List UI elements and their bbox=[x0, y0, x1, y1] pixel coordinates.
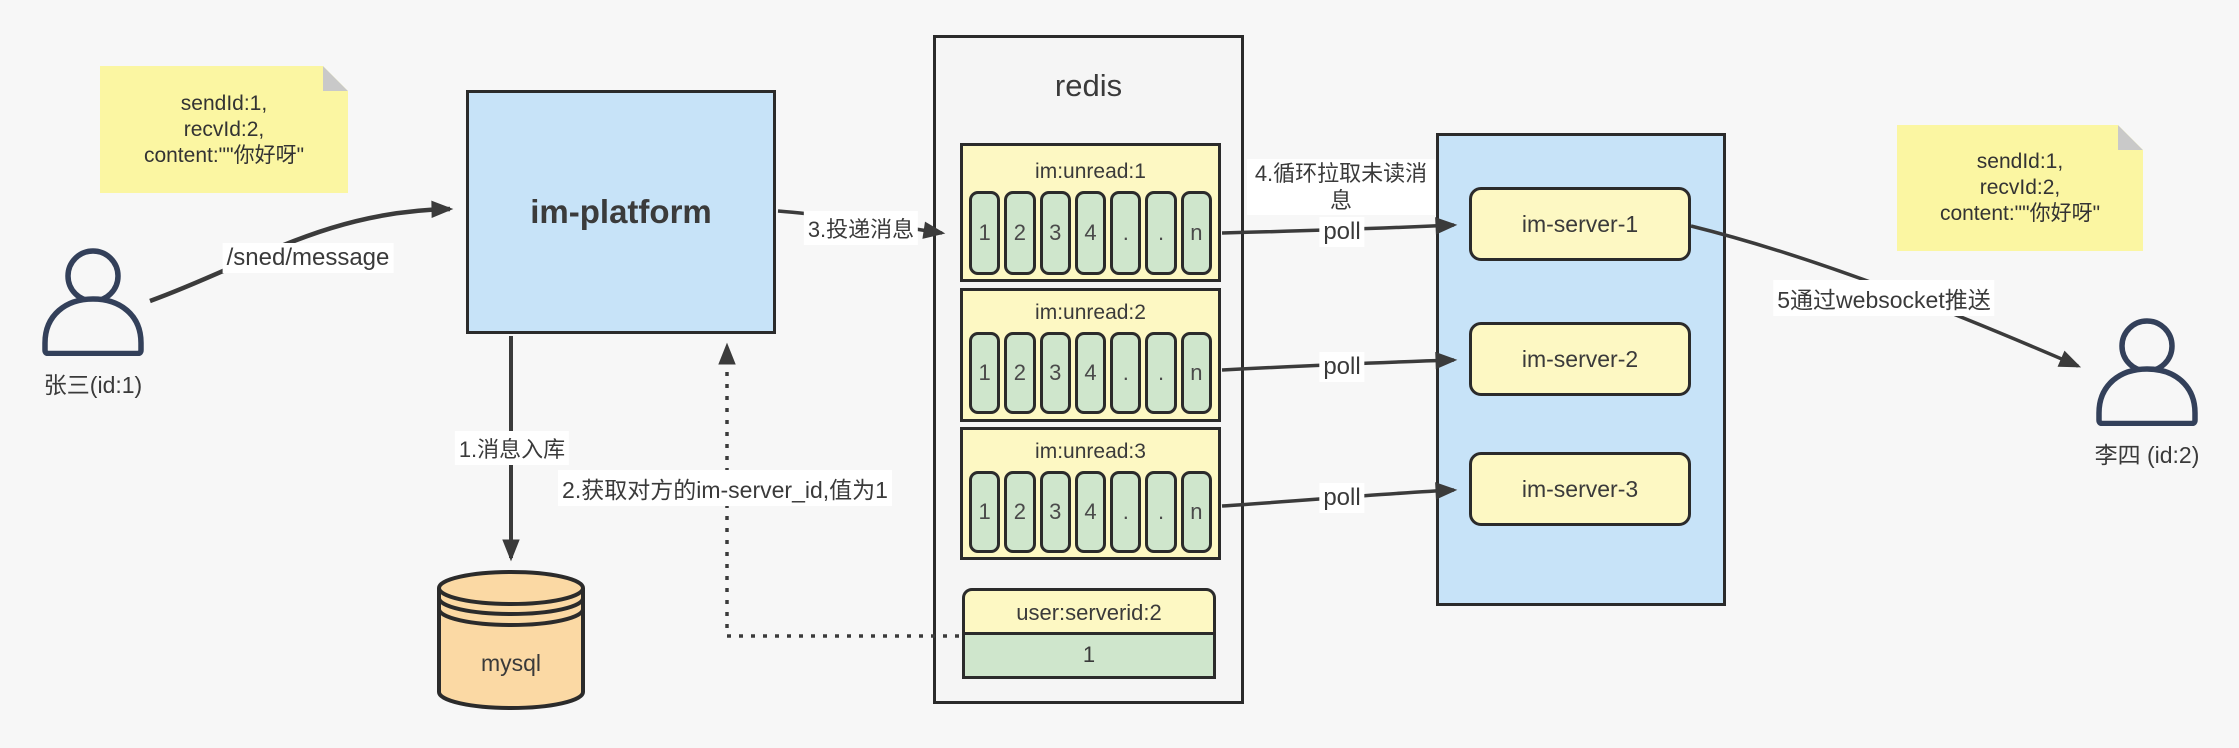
queue-title: im:unread:2 bbox=[1035, 301, 1146, 324]
sender-label: 张三(id:1) bbox=[43, 372, 143, 398]
queue-cell: 4 bbox=[1074, 471, 1107, 553]
queue-cell: 2 bbox=[1004, 191, 1036, 275]
note-line: sendId:1, bbox=[180, 91, 268, 115]
edge-label-step1: 1.消息入库 bbox=[454, 431, 570, 465]
person-icon bbox=[2096, 318, 2198, 426]
queue-cell: 4 bbox=[1074, 332, 1107, 414]
queue-cell: 2 bbox=[1004, 471, 1036, 553]
queue-cells: 1 2 3 4 . . n bbox=[963, 191, 1218, 281]
kv-header: user:serverid:2 bbox=[962, 588, 1216, 635]
note-line: recvId:2, bbox=[183, 117, 265, 141]
im-server-2-node: im-server-2 bbox=[1469, 322, 1691, 396]
queue-cell: . bbox=[1145, 471, 1177, 553]
sticky-note-receiver: sendId:1, recvId:2, content:""你好呀" bbox=[1897, 125, 2143, 251]
edge-label-poll-2: poll bbox=[1319, 352, 1365, 382]
person-icon bbox=[42, 248, 144, 356]
queue-cell: n bbox=[1180, 191, 1212, 275]
user-serverid-node: user:serverid:2 1 bbox=[962, 588, 1216, 679]
queue-cell: . bbox=[1145, 332, 1177, 414]
queue-im-unread-1: im:unread:1 1 2 3 4 . . n bbox=[960, 143, 1221, 282]
queue-cell: n bbox=[1180, 332, 1212, 414]
queue-cell: 3 bbox=[1039, 191, 1071, 275]
queue-im-unread-2: im:unread:2 1 2 3 4 . . n bbox=[960, 288, 1221, 422]
queue-cell: . bbox=[1110, 332, 1142, 414]
queue-cell: 1 bbox=[969, 191, 1001, 275]
note-fold-icon bbox=[323, 66, 348, 91]
im-server-1-node: im-server-1 bbox=[1469, 187, 1691, 261]
edge-label-step5: 5通过websocket推送 bbox=[1773, 280, 1995, 316]
redis-title: redis bbox=[1054, 68, 1123, 103]
edge-label-step2: 2.获取对方的im-server_id,值为1 bbox=[558, 470, 892, 506]
edge-label-poll-1: poll bbox=[1319, 217, 1365, 247]
edge-label-poll-3: poll bbox=[1319, 483, 1365, 513]
mysql-database-icon: mysql bbox=[437, 570, 585, 710]
note-line: sendId:1, bbox=[1976, 150, 2064, 173]
queue-title: im:unread:1 bbox=[1035, 160, 1146, 183]
edge-label-step4: 4.循环拉取未读消息 bbox=[1247, 159, 1435, 215]
note-line: content:""你好呀" bbox=[143, 143, 305, 167]
im-platform-label: im-platform bbox=[530, 193, 712, 230]
kv-value: 1 bbox=[962, 635, 1216, 679]
queue-cell: 1 bbox=[969, 471, 1001, 553]
receiver-label: 李四 (id:2) bbox=[2094, 442, 2200, 468]
queue-cell: 4 bbox=[1074, 191, 1107, 275]
edge-label-send-message: /sned/message bbox=[222, 243, 394, 273]
queue-title: im:unread:3 bbox=[1035, 440, 1146, 463]
edge-label-step3: 3.投递消息 bbox=[803, 211, 919, 245]
note-line: content:""你好呀" bbox=[1939, 202, 2101, 225]
queue-cell: 3 bbox=[1039, 332, 1071, 414]
im-server-label: im-server-2 bbox=[1521, 345, 1639, 372]
mysql-label: mysql bbox=[481, 650, 541, 676]
queue-cell: n bbox=[1180, 471, 1212, 553]
im-platform-node: im-platform bbox=[466, 90, 776, 334]
queue-cells: 1 2 3 4 . . n bbox=[963, 471, 1218, 559]
queue-cell: 2 bbox=[1004, 332, 1036, 414]
queue-im-unread-3: im:unread:3 1 2 3 4 . . n bbox=[960, 427, 1221, 560]
im-server-3-node: im-server-3 bbox=[1469, 452, 1691, 526]
queue-cells: 1 2 3 4 . . n bbox=[963, 332, 1218, 420]
im-server-label: im-server-1 bbox=[1521, 210, 1639, 237]
queue-cell: . bbox=[1110, 191, 1142, 275]
sticky-note-sender: sendId:1, recvId:2, content:""你好呀" bbox=[100, 66, 348, 193]
queue-cell: . bbox=[1110, 471, 1142, 553]
queue-cell: 1 bbox=[969, 332, 1001, 414]
queue-cell: . bbox=[1145, 191, 1177, 275]
queue-cell: 3 bbox=[1039, 471, 1071, 553]
note-line: recvId:2, bbox=[1979, 176, 2061, 199]
note-fold-icon bbox=[2118, 125, 2143, 150]
im-server-label: im-server-3 bbox=[1521, 475, 1639, 502]
